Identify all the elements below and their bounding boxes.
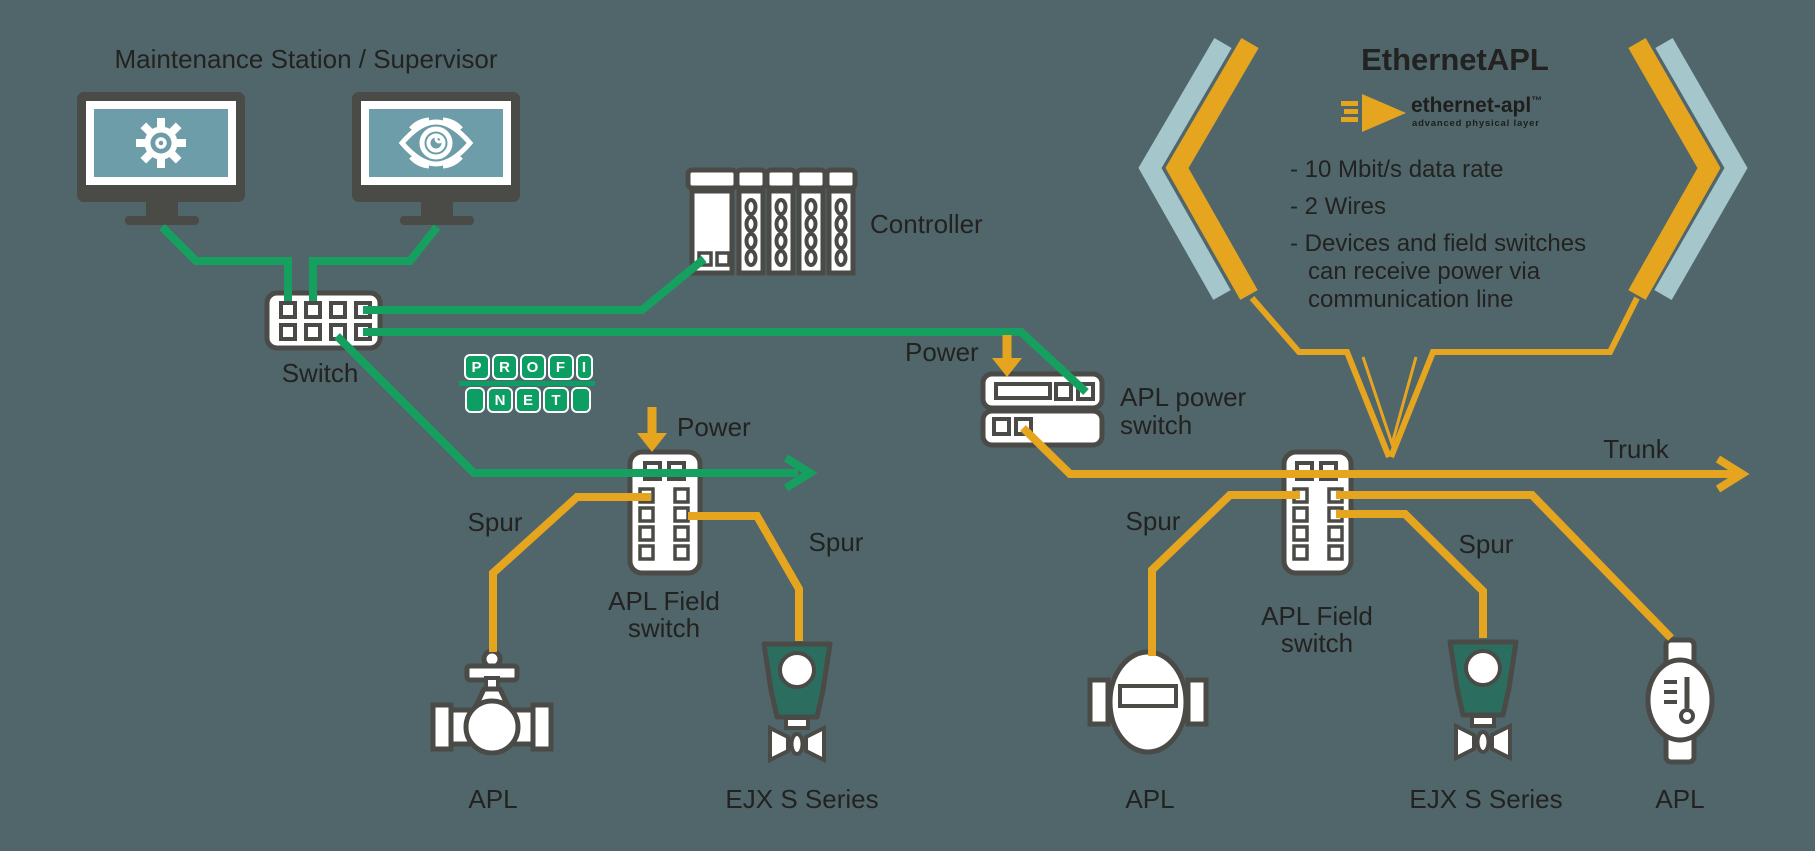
- chevron-right-teal: [1654, 38, 1748, 300]
- bullet-wires: - 2 Wires: [1290, 193, 1386, 220]
- switch-label: Switch: [281, 358, 359, 388]
- profinet-tile: O: [519, 354, 546, 380]
- monitor-supervisor: [352, 92, 520, 225]
- power-arrow-left: [637, 407, 667, 452]
- thermometer-icon: [1664, 677, 1695, 724]
- ethernet-apl-heading: EthernetAPL: [1361, 42, 1549, 77]
- profinet-tile-blank: [571, 387, 591, 413]
- profinet-tile-blank: [465, 387, 485, 413]
- ethernet-apl-logo-icon: [1341, 94, 1406, 132]
- green-arrowhead: [783, 454, 818, 492]
- flowmeter-label: APL: [1125, 784, 1175, 814]
- bullet-power: - Devices and field switches can receive…: [1290, 230, 1587, 313]
- profinet-tile: E: [515, 387, 541, 413]
- chevron-left: [1138, 37, 1259, 300]
- maintenance-title: Maintenance Station / Supervisor: [114, 44, 498, 74]
- eye-icon: [398, 117, 474, 169]
- ejx-left-label: EJX S Series: [725, 784, 879, 814]
- line-supervisor-to-switch: [309, 224, 441, 301]
- apl-power-switch-label: APL power switch: [1120, 382, 1247, 440]
- spur-line-flowmeter: [1148, 491, 1300, 656]
- profinet-rail: [459, 381, 595, 386]
- spur-label-2: Spur: [808, 527, 864, 557]
- flowmeter-device: [1087, 649, 1209, 755]
- profinet-logo: P R O F I N E T: [457, 354, 599, 413]
- monitor-maintenance: [77, 92, 245, 225]
- profinet-tile: F: [547, 354, 574, 380]
- chevron-right: [1628, 38, 1748, 300]
- trunk-arrowhead: [1715, 455, 1750, 493]
- thermometer-label: APL: [1655, 784, 1705, 814]
- profinet-tile: P: [463, 354, 490, 380]
- gear-icon: [136, 118, 186, 168]
- ethernet-apl-logo-subtitle: advanced physical layer: [1412, 118, 1540, 129]
- spur-line-thermometer: [1336, 491, 1674, 641]
- valve-device: [430, 648, 554, 756]
- line-maintenance-to-switch: [159, 224, 292, 301]
- ejx-right-label: EJX S Series: [1409, 784, 1563, 814]
- controller-io-modules: [734, 167, 858, 276]
- valve-label: APL: [468, 784, 518, 814]
- line-switch-to-controller: [363, 255, 707, 314]
- trunk-line: [1020, 425, 1734, 478]
- ejx-transmitter-right: [1447, 639, 1519, 762]
- callout-v: [1249, 296, 1640, 459]
- controller-plc: [685, 167, 858, 276]
- chevron-left-teal: [1138, 37, 1232, 300]
- thermometer-device: [1645, 637, 1715, 765]
- power-label-right: Power: [905, 337, 979, 367]
- ethernet-apl-bullets: - 10 Mbit/s data rate - 2 Wires - Device…: [1290, 156, 1586, 314]
- spur-label-1: Spur: [467, 507, 523, 537]
- profinet-tile: T: [543, 387, 569, 413]
- controller-label: Controller: [870, 209, 983, 239]
- ejx-transmitter-left: [761, 641, 833, 764]
- spur-line-ejx-right: [1336, 510, 1487, 638]
- spur-label-3: Spur: [1125, 506, 1181, 536]
- power-label-left: Power: [677, 412, 751, 442]
- network-switch: [264, 290, 383, 351]
- ethernet-apl-logo-text: ethernet-apl™: [1411, 94, 1543, 117]
- line-switch-to-field-switch: [334, 333, 798, 477]
- spur-line-valve: [489, 493, 651, 652]
- apl-power-switch: [980, 371, 1105, 448]
- chevron-left-yellow: [1165, 37, 1259, 300]
- profinet-tile: I: [575, 354, 593, 380]
- spur-label-4: Spur: [1458, 529, 1514, 559]
- trademark-symbol: ™: [1531, 95, 1543, 107]
- line-switch-to-power-switch: [363, 328, 1089, 395]
- field-switch-right-label: APL Field switch: [1261, 601, 1373, 658]
- trunk-label: Trunk: [1603, 434, 1669, 464]
- chevron-right-yellow: [1628, 38, 1721, 300]
- bullet-data-rate: - 10 Mbit/s data rate: [1290, 156, 1504, 183]
- power-arrow-right: [992, 335, 1022, 377]
- field-switch-left-label: APL Field switch: [608, 586, 720, 643]
- spur-line-ejx-left: [688, 512, 803, 641]
- profinet-tile: N: [487, 387, 513, 413]
- profinet-tile: R: [491, 354, 518, 380]
